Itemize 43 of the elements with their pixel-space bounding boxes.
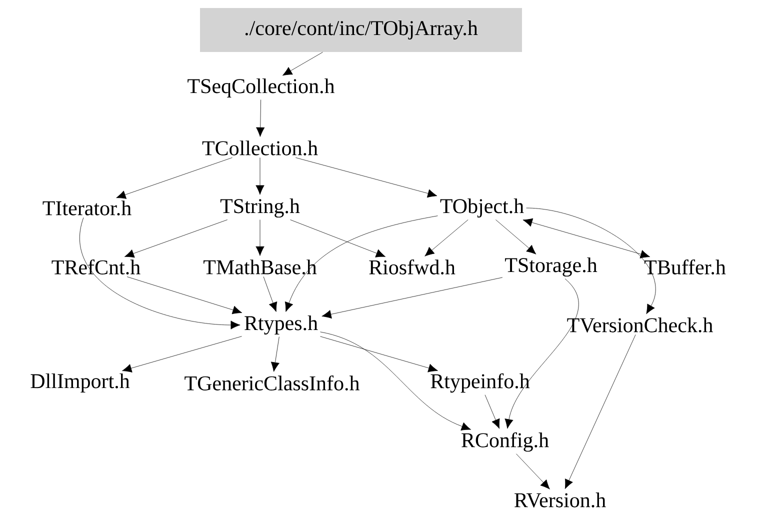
arrow xyxy=(116,157,232,199)
file-label: TStorage.h xyxy=(505,257,598,277)
file-label: Rtypes.h xyxy=(244,315,318,335)
arrow xyxy=(256,100,265,137)
arrow xyxy=(126,276,242,314)
arrow xyxy=(526,208,656,314)
arrow xyxy=(484,394,500,429)
arrow xyxy=(284,216,438,312)
arrow xyxy=(282,52,323,76)
file-label: TMathBase.h xyxy=(204,260,317,274)
arrow xyxy=(124,220,228,258)
arrow xyxy=(122,336,242,372)
file-label: TGenericClassInfo.h xyxy=(184,375,360,391)
arrow xyxy=(256,157,264,195)
file-label: TBuffer.h xyxy=(644,259,726,275)
arrow xyxy=(496,220,536,254)
file-label: TCollection.h xyxy=(202,140,318,156)
arrow xyxy=(424,220,468,256)
arrow xyxy=(322,277,503,319)
arrow xyxy=(504,278,578,429)
arrow xyxy=(516,454,550,490)
file-label: TIterator.h xyxy=(42,200,132,216)
arrow xyxy=(320,332,472,431)
arrow xyxy=(270,336,280,372)
file-label: Rtypeinfo.h xyxy=(430,373,530,393)
file-label: Riosfwd.h xyxy=(369,259,456,275)
file-label: RConfig.h xyxy=(462,432,549,452)
file-label: TString.h xyxy=(220,198,300,218)
arrow xyxy=(564,334,636,489)
file-label: DllImport.h xyxy=(30,373,130,393)
file-label: TVersionCheck.h xyxy=(567,318,713,332)
arrow xyxy=(290,220,386,258)
file-label: TRefCnt.h xyxy=(52,259,140,275)
file-label: RVersion.h xyxy=(514,492,606,508)
header-box: ./core/cont/inc/TObjArray.h xyxy=(200,8,522,52)
arrow xyxy=(263,276,278,312)
arrow xyxy=(522,218,650,258)
file-label: TSeqCollection.h xyxy=(188,78,335,98)
file-label: TObject.h xyxy=(440,198,524,218)
arrow xyxy=(295,157,438,198)
arrow xyxy=(80,217,240,330)
arrow xyxy=(256,220,264,256)
arrow xyxy=(320,336,438,372)
